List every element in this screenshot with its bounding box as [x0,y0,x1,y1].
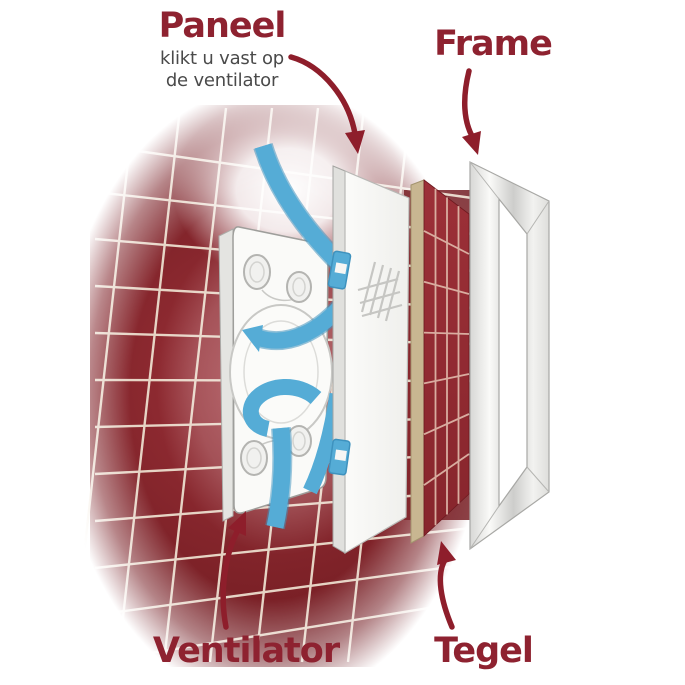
ventilator-feet [240,254,312,476]
paneel-label: Paneel [158,6,287,46]
ventilator-side-face [218,228,234,522]
frame-callout: Frame [423,26,563,63]
frame-arrow [461,68,481,155]
paneel-hatch-mark [357,261,403,322]
tegel-arrow [437,541,456,630]
paneel-illustration [327,165,410,555]
strap-loop [242,378,322,437]
ventilator-label: Ventilator [152,631,340,671]
paneel-sublabel: klikt u vast op de ventilator [112,48,332,92]
ventilator-arrow [220,511,246,630]
frame-illustration [469,161,550,551]
strap-tail [266,427,291,529]
frame-seam-lines [469,161,550,550]
paneel-clips [327,250,352,476]
paneel-clip-bottom-notch [334,449,347,461]
frame-body [469,161,550,551]
callout-arrows [220,54,481,630]
tegel-grout-lines [423,188,470,526]
tegel-label: Tegel [434,631,534,671]
ventilator-foot [240,440,268,476]
paneel-front-face [344,170,410,555]
paneel-sublabel-line2: de ventilator [165,69,279,91]
paneel-edge-face [332,165,346,554]
paneel-arrow [288,54,365,154]
tegel-edge-face [410,179,425,544]
paneel-clip-top-notch [334,262,348,275]
frame-label: Frame [434,24,553,64]
ventilator-foot [286,271,312,303]
strap-hook-tip [242,325,263,352]
ventilator-callout: Ventilator [126,633,366,670]
paneel-callout: Paneel klikt u vast op de ventilator [112,8,332,92]
ventilator-feet-inner [246,261,306,469]
tegel-illustration [410,179,470,544]
paneel-sublabel-line1: klikt u vast op [159,47,285,69]
tegel-callout: Tegel [406,633,561,670]
strap-top [254,143,345,269]
ventilator-inner-ring [243,320,319,424]
ventilator-foot [243,254,271,290]
